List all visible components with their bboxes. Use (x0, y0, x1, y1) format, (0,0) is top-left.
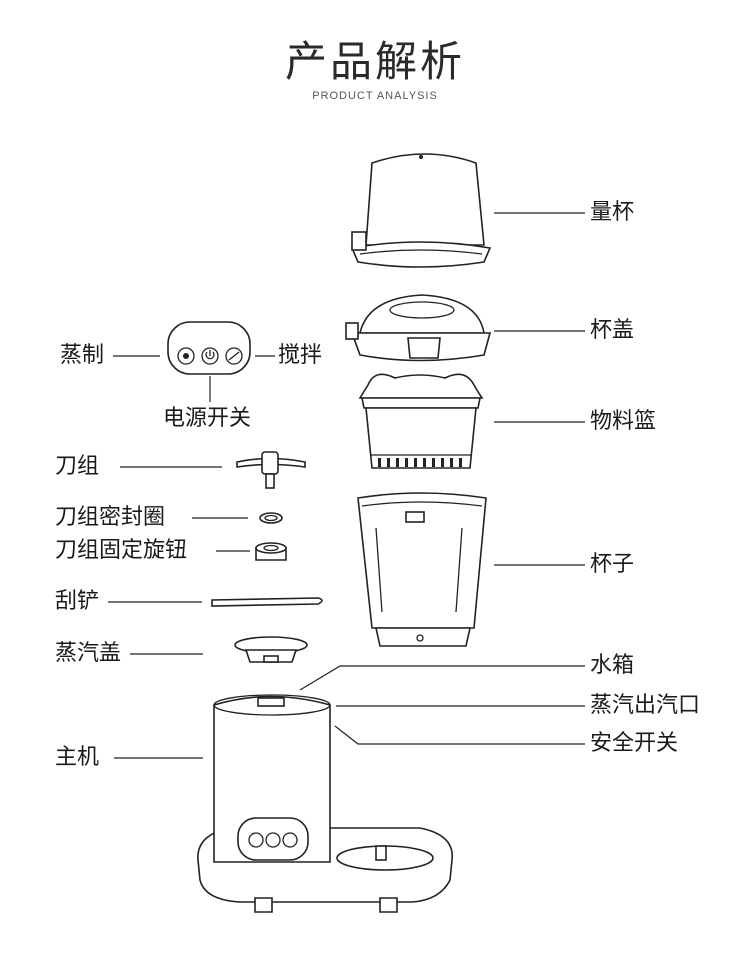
label-power-switch: 电源开关 (163, 406, 252, 431)
cup-lid-drawing (345, 294, 492, 362)
basket-drawing (358, 373, 484, 469)
steam-lid-drawing (234, 636, 308, 663)
blade-nut-drawing (255, 542, 287, 561)
label-spatula: 刮铲 (55, 589, 100, 614)
label-blend-button: 搅拌 (278, 343, 323, 368)
label-water-tank: 水箱 (590, 653, 635, 678)
leader-lines (108, 212, 585, 759)
page-title: 产品解析 (284, 37, 465, 86)
label-basket: 物料篮 (590, 409, 657, 434)
page-subtitle: PRODUCT ANALYSIS (312, 90, 438, 102)
spatula-drawing (211, 597, 323, 607)
label-blade-seal: 刀组密封圈 (55, 505, 166, 530)
main-unit-drawing (197, 694, 453, 913)
measuring-cup-drawing (350, 153, 492, 268)
control-panel-drawing (167, 321, 251, 375)
label-cup: 杯子 (590, 552, 635, 577)
label-steam-lid: 蒸汽盖 (55, 641, 122, 666)
blade-drawing (236, 451, 306, 489)
label-main-unit: 主机 (55, 745, 100, 770)
label-safety-switch: 安全开关 (590, 731, 679, 756)
label-blade: 刀组 (55, 454, 100, 479)
label-steam-button: 蒸制 (60, 343, 105, 368)
label-steam-outlet: 蒸汽出汽口 (590, 693, 701, 718)
cup-drawing (357, 492, 487, 647)
label-cup-lid: 杯盖 (590, 318, 635, 343)
label-measuring-cup: 量杯 (590, 200, 635, 225)
blade-seal-drawing (259, 512, 283, 524)
label-blade-nut: 刀组固定旋钮 (55, 538, 188, 563)
